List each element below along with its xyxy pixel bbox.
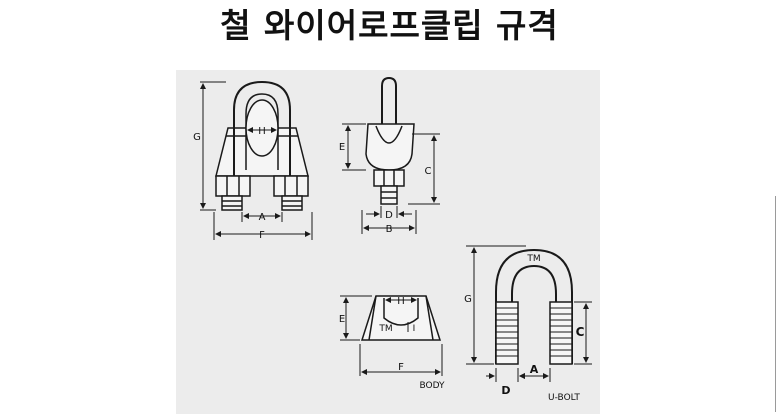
front-label-f: F [259,230,265,241]
clip-dimension-diagram: H G A F [193,76,592,403]
front-ubolt [233,80,291,176]
body-label-h: H [397,296,405,307]
page-title: 철 와이어로프클립 규격 [220,6,559,45]
ubolt-label-d: D [501,384,510,397]
body-caption: BODY [419,381,445,391]
ubolt-thread-left [495,301,519,365]
ubolt-view [466,245,592,382]
side-label-d: D [385,210,393,221]
side-ubolt [381,76,397,132]
right-edge-divider [775,196,776,412]
diagram-panel: H G A F [176,70,600,414]
ubolt-caption: U-BOLT [548,393,580,403]
front-label-a: A [259,212,266,223]
side-label-c: C [425,166,432,177]
ubolt-label-c: C [576,325,585,339]
body-label-i: I [413,324,416,334]
ubolt-label-g: G [464,294,472,305]
front-view [200,80,313,240]
body-label-e: E [339,314,345,325]
side-label-e: E [339,142,345,153]
ubolt-label-tm: TM [526,254,540,264]
body-view [340,295,443,376]
front-nut-right [273,175,309,197]
side-saddle-body [365,123,415,171]
side-nut [373,169,405,187]
ubolt-label-a: A [530,363,539,376]
body-label-tm: TM [378,324,392,334]
front-label-h: H [258,126,266,137]
side-view [342,76,440,234]
body-label-f: F [398,362,404,373]
front-label-g: G [193,132,201,143]
side-label-b: B [386,224,393,235]
ubolt-thread-right [549,301,573,365]
front-nut-left [215,175,251,197]
